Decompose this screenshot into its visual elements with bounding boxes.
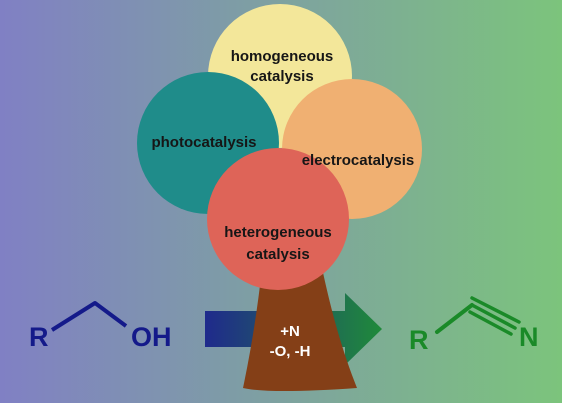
reactant-bonds (50, 301, 128, 332)
reactant-r-label: R (29, 322, 49, 352)
heterogeneous-label-line1: heterogeneous (224, 224, 332, 241)
heterogeneous-catalysis-circle (207, 148, 349, 290)
product-n-label: N (519, 322, 539, 352)
trunk-label-remove: -O, -H (270, 343, 311, 360)
electrocatalysis-label: electrocatalysis (302, 152, 415, 169)
trunk-label-add: +N (280, 323, 300, 340)
tree-trunk (243, 268, 357, 391)
reactant-alcohol: R OH (29, 301, 172, 352)
homogeneous-label-line1: homogeneous (231, 48, 334, 65)
heterogeneous-label-line2: catalysis (246, 246, 309, 263)
product-triple-bond (468, 296, 521, 336)
photocatalysis-label: photocatalysis (151, 134, 256, 151)
reactant-oh-label: OH (131, 322, 172, 352)
product-single-bond (435, 303, 474, 334)
product-nitrile: R N (409, 296, 539, 355)
homogeneous-label-line2: catalysis (250, 68, 313, 85)
product-r-label: R (409, 325, 429, 355)
